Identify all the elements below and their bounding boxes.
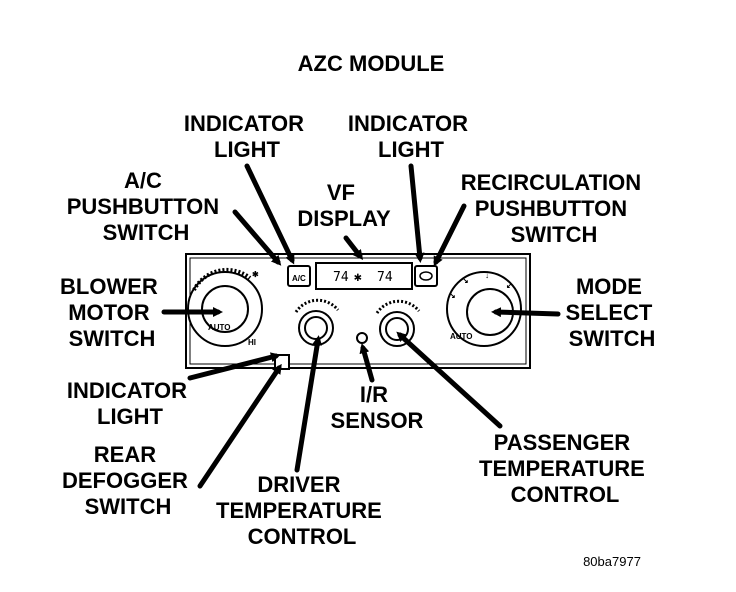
left-temp-readout: 74 <box>333 270 349 285</box>
svg-text:AUTO: AUTO <box>208 323 231 332</box>
svg-text:↙: ↙ <box>506 281 513 290</box>
svg-text:AUTO: AUTO <box>450 332 473 341</box>
mode-select-knob[interactable]: ↘ ↘ ↓ ↙ AUTO <box>446 271 522 347</box>
svg-text:HI: HI <box>248 338 256 347</box>
right-temp-readout: 74 <box>377 270 393 285</box>
driver-temperature-knob[interactable] <box>294 298 340 346</box>
svg-text:↘: ↘ <box>449 291 456 300</box>
ac-label: A/C <box>292 274 306 283</box>
svg-text:↓: ↓ <box>485 271 489 280</box>
label-indicator-light-right: INDICATOR LIGHT <box>348 111 474 162</box>
ir-sensor <box>356 332 368 344</box>
label-ac-pushbutton-switch: A/C PUSHBUTTON SWITCH <box>67 168 226 245</box>
fan-icon: ✱ <box>252 270 259 279</box>
vf-display: 74 ✱ 74 <box>315 262 413 290</box>
label-recirculation-pushbutton-switch: RECIRCULATION PUSHBUTTON SWITCH <box>461 170 648 247</box>
leader-lines <box>161 163 561 489</box>
label-vf-display: VF DISPLAY <box>297 180 391 231</box>
recirculation-pushbutton[interactable] <box>414 265 438 287</box>
label-blower-motor-switch: BLOWER MOTOR SWITCH <box>60 274 164 351</box>
label-indicator-light-bottom: INDICATOR LIGHT <box>67 378 193 429</box>
blower-motor-knob[interactable]: AUTO ✱ HI <box>187 267 263 347</box>
label-mode-select-switch: MODE SELECT SWITCH <box>566 274 659 351</box>
label-rear-defogger-switch: REAR DEFOGGER SWITCH <box>62 442 194 519</box>
recirculation-icon <box>419 271 433 281</box>
label-passenger-temperature-control: PASSENGER TEMPERATURE CONTROL <box>479 430 651 507</box>
control-panel: AUTO ✱ HI ↘ ↘ ↓ ↙ AUTO A/C 74 ✱ 74 <box>185 253 531 370</box>
label-driver-temperature-control: DRIVER TEMPERATURE CONTROL <box>216 472 388 549</box>
figure-reference: 80ba7977 <box>583 554 641 569</box>
fan-speed-icon: ✱ <box>354 270 362 285</box>
label-ir-sensor: I/R SENSOR <box>331 382 424 433</box>
diagram-title: AZC MODULE <box>298 51 445 76</box>
svg-text:↘: ↘ <box>462 276 469 285</box>
label-indicator-light-left: INDICATOR LIGHT <box>184 111 310 162</box>
ac-pushbutton[interactable] <box>287 265 311 287</box>
